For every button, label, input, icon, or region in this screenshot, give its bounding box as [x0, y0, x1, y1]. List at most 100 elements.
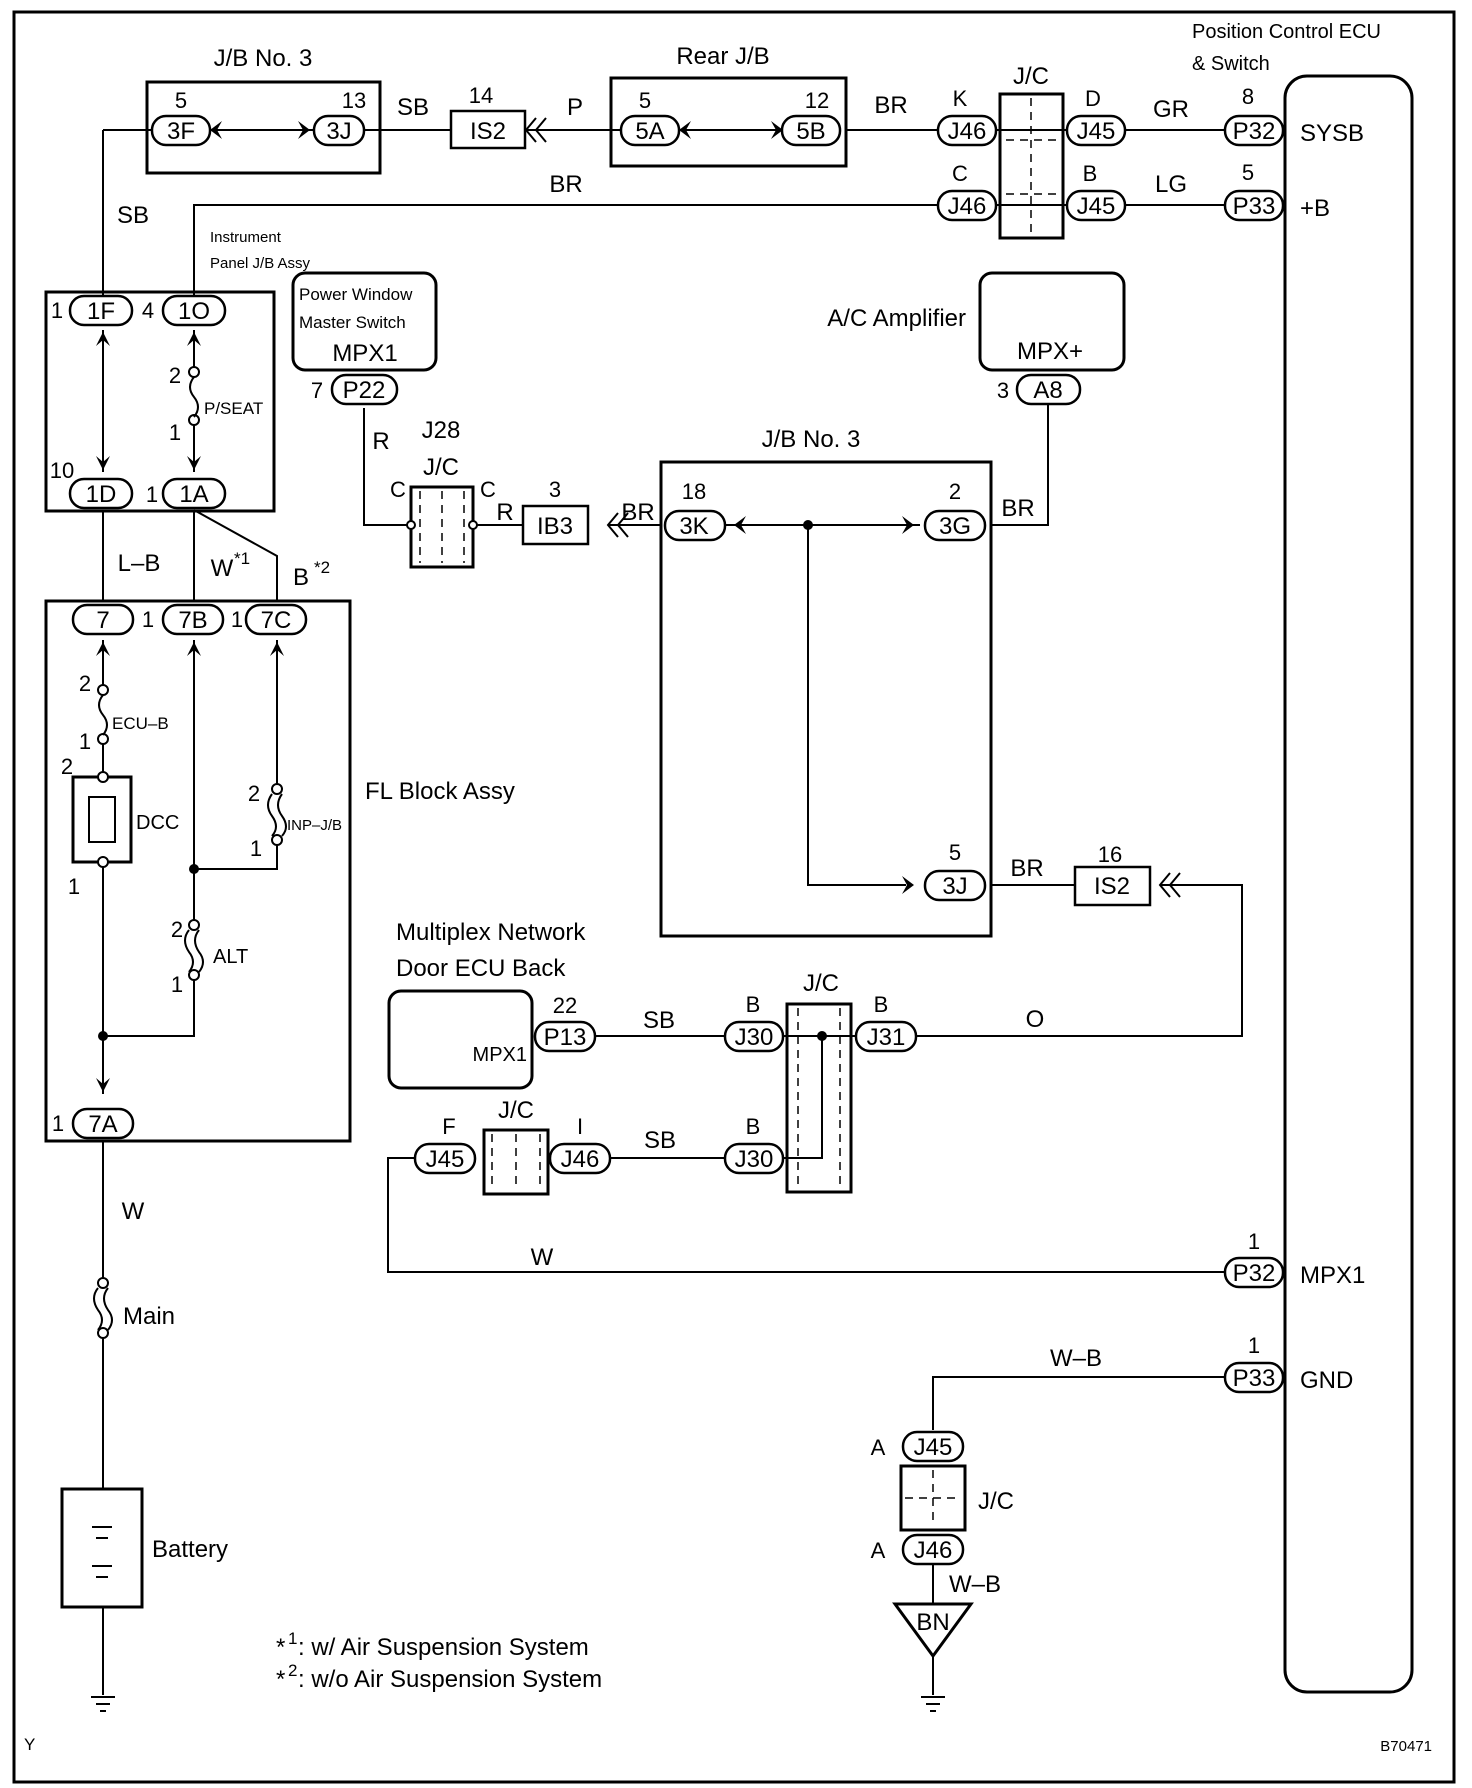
j28-label: J28: [422, 417, 461, 444]
wire-b-superscript: *2: [314, 558, 330, 577]
pin-num: 16: [1098, 842, 1122, 867]
connector-A8: A8: [1033, 377, 1062, 404]
pin-num: 2: [171, 917, 183, 942]
multiplex-ecu-box: [387, 989, 534, 1090]
ipjb-title-line2: Panel J/B Assy: [210, 255, 311, 272]
mpx-ecu-pin: MPX1: [473, 1044, 527, 1066]
ac-amplifier-box: [978, 271, 1126, 372]
pin-num: 1: [171, 972, 183, 997]
fuse-symbol: [188, 366, 200, 426]
pin-num: C: [480, 477, 496, 502]
junction-dot: [803, 520, 813, 530]
j28-jc-label: J/C: [423, 454, 459, 481]
connector-P33-5: P33: [1233, 193, 1276, 220]
pin-num: B: [746, 1114, 761, 1139]
connector-P33-1: P33: [1233, 1365, 1276, 1392]
dcc-box: [71, 775, 133, 864]
wire-color: W–B: [1050, 1345, 1102, 1372]
wire-color-w-star: W: [211, 555, 234, 582]
fuse-symbol: [97, 684, 109, 745]
instrument-panel-jb-box: [44, 290, 276, 513]
connector-7C: 7C: [261, 607, 292, 634]
dcc-element: [88, 796, 116, 843]
connector-IS2-mid: IS2: [1094, 873, 1130, 900]
connector-arrows: [96, 117, 1181, 1092]
wire-color: SB: [644, 1127, 676, 1154]
jc-ground-box: [899, 1464, 967, 1532]
pin-num: F: [442, 1114, 455, 1139]
connector-P22: P22: [343, 377, 386, 404]
wire-color: W–B: [949, 1571, 1001, 1598]
pin-num: A: [871, 1538, 886, 1563]
connector-J46-a: J46: [914, 1537, 953, 1564]
ground-point-label: BN: [916, 1609, 949, 1636]
rear-jb-title: Rear J/B: [676, 43, 769, 70]
ground-symbol: [921, 1696, 945, 1712]
pin-num: 1: [169, 420, 181, 445]
connector-IB3: IB3: [537, 513, 573, 540]
fuse-inp-jb-label: INP–J/B: [287, 817, 342, 834]
connector-1O: 1O: [178, 298, 210, 325]
connector-J31: J31: [867, 1024, 906, 1051]
fuse-symbol: [93, 1277, 113, 1339]
pin-num: 1: [52, 1111, 64, 1136]
main-fuse-label: Main: [123, 1303, 175, 1330]
jc-mid-title: J/C: [803, 970, 839, 997]
connector-3K: 3K: [679, 513, 708, 540]
pin-num: 1: [68, 874, 80, 899]
connector-J46-k: J46: [948, 118, 987, 145]
connector-P32-1: P32: [1233, 1260, 1276, 1287]
pin-num: C: [390, 477, 406, 502]
ecu-pin-mpx1: MPX1: [1300, 1262, 1365, 1289]
connector-J46-i: J46: [561, 1146, 600, 1173]
pin-num: K: [953, 86, 968, 111]
pin-num: 1: [250, 836, 262, 861]
fl-block-box: [44, 599, 352, 1143]
fuse-symbol: [267, 783, 287, 846]
connector-J46-c: J46: [948, 193, 987, 220]
pin-num: 5: [175, 88, 187, 113]
jc-low-title: J/C: [498, 1097, 534, 1124]
footnotes: * 1 : w/ Air Suspension System * 2 : w/o…: [276, 1629, 602, 1693]
wire-w-superscript: *1: [234, 549, 250, 568]
jb3-top-box: [145, 80, 382, 175]
junction-dot: [98, 1031, 108, 1041]
pin-num: 14: [469, 83, 493, 108]
jc-top-box: [998, 92, 1065, 240]
pin-num: 2: [949, 479, 961, 504]
mpx-ecu-title-line2: Door ECU Back: [396, 955, 566, 982]
terminal-dot: [406, 520, 416, 530]
footnote-1-sup: 1: [288, 1629, 297, 1648]
power-window-switch-box: [291, 271, 438, 372]
pin-num: I: [577, 1114, 583, 1139]
pin-num: B: [746, 992, 761, 1017]
wire-color: R: [372, 428, 389, 455]
connector-3J-top: 3J: [326, 118, 351, 145]
figure-id: B70471: [1380, 1738, 1432, 1755]
rear-jb-box: [609, 76, 848, 168]
wire-color: BR: [1001, 495, 1034, 522]
footnote-2-sup: 2: [288, 1661, 297, 1680]
fuse-symbol: [184, 919, 204, 981]
corner-mark: Y: [24, 1735, 35, 1754]
ground-symbol: [91, 1696, 115, 1712]
jc-mid-box: [785, 1002, 853, 1194]
wire-color: L–B: [118, 550, 161, 577]
connector-7A: 7A: [88, 1111, 117, 1138]
battery-box: [60, 1487, 144, 1609]
ground-point-triangle: [892, 1602, 974, 1659]
pin-num: 7: [311, 378, 323, 403]
junction-dot: [817, 1031, 827, 1041]
wire-color: SB: [117, 202, 149, 229]
mpx-ecu-title-line1: Multiplex Network: [396, 919, 586, 946]
connector-3J-mid: 3J: [942, 873, 967, 900]
jc-low-box: [482, 1128, 550, 1196]
pin-num: A: [871, 1435, 886, 1460]
connector-J45-f: J45: [426, 1146, 465, 1173]
diagram-frame: [12, 10, 1456, 1784]
wire-color: P: [567, 94, 583, 121]
pin-num: 1: [1248, 1229, 1260, 1254]
pin-num: 22: [553, 993, 577, 1018]
wires: [102, 129, 1285, 1695]
pin-num: 3: [549, 477, 561, 502]
